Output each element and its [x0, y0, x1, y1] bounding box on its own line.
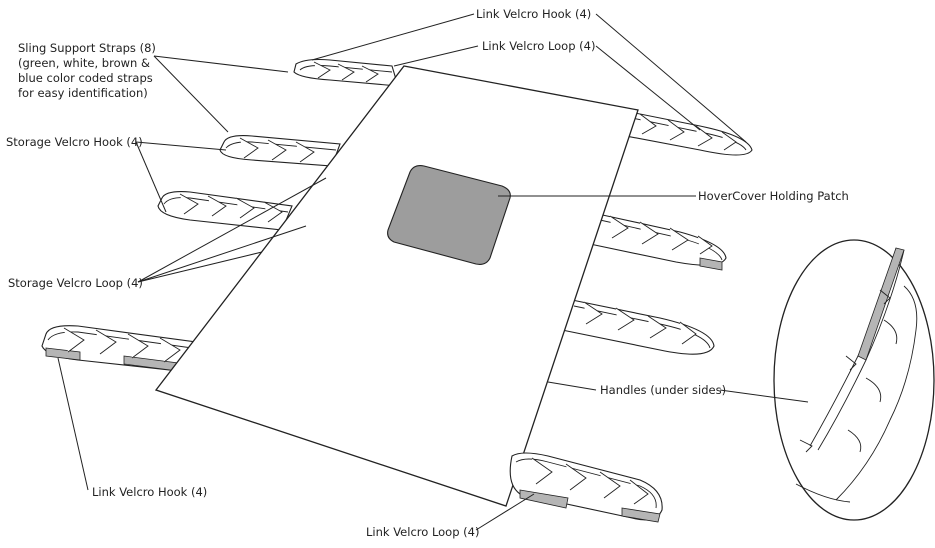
leader-storage-hook-2: [135, 141, 167, 213]
label-link-velcro-hook-top: Link Velcro Hook (4): [476, 7, 591, 21]
label-storage-velcro-loop: Storage Velcro Loop (4): [8, 276, 143, 290]
leader-storage-loop-3: [137, 251, 263, 283]
leader-sling-1: [153, 55, 289, 73]
handle-left-3: [157, 191, 293, 231]
handle-right-2: [589, 213, 727, 271]
label-link-velcro-loop-bottom: Link Velcro Loop (4): [366, 525, 479, 539]
zoom-detail-circle: [773, 239, 935, 521]
leader-sling-2: [153, 55, 229, 133]
leader-link-loop-bottom: [475, 493, 535, 531]
label-link-velcro-hook-bottom: Link Velcro Hook (4): [92, 485, 207, 499]
handle-left-1: [293, 58, 399, 87]
leader-link-hook-top-1: [311, 13, 475, 61]
label-sling-support-straps-line1: Sling Support Straps (8): [18, 41, 156, 55]
handle-left-2: [219, 135, 341, 167]
label-link-velcro-loop-top: Link Velcro Loop (4): [482, 39, 595, 53]
leader-handles-zoom: [719, 389, 809, 403]
leader-link-hook-bottom: [57, 357, 89, 491]
label-sling-support-straps-line4: for easy identification): [18, 86, 148, 100]
handle-bottom: [509, 452, 663, 523]
leader-storage-loop-1: [137, 177, 327, 283]
label-hovercover-holding-patch: HoverCover Holding Patch: [698, 189, 849, 203]
leader-link-loop-top-2: [595, 45, 701, 131]
hovermatt-sheet: [154, 65, 639, 507]
leader-storage-hook-1: [135, 141, 227, 151]
handle-right-1: [625, 111, 753, 156]
leader-lines: [57, 13, 809, 531]
leader-storage-loop-2: [137, 225, 307, 283]
leader-handles: [547, 381, 597, 391]
handle-right-3: [561, 299, 715, 355]
leader-link-hook-top-2: [595, 13, 747, 143]
label-sling-support-straps-line2: (green, white, brown &: [18, 56, 150, 70]
handle-left-4: [41, 325, 197, 373]
leader-link-loop-top-1: [393, 45, 479, 67]
hovercover-holding-patch: [387, 165, 511, 265]
label-sling-support-straps-line3: blue color coded straps: [18, 71, 153, 85]
label-handles-under-sides: Handles (under sides): [600, 383, 726, 397]
label-storage-velcro-hook: Storage Velcro Hook (4): [6, 135, 143, 149]
